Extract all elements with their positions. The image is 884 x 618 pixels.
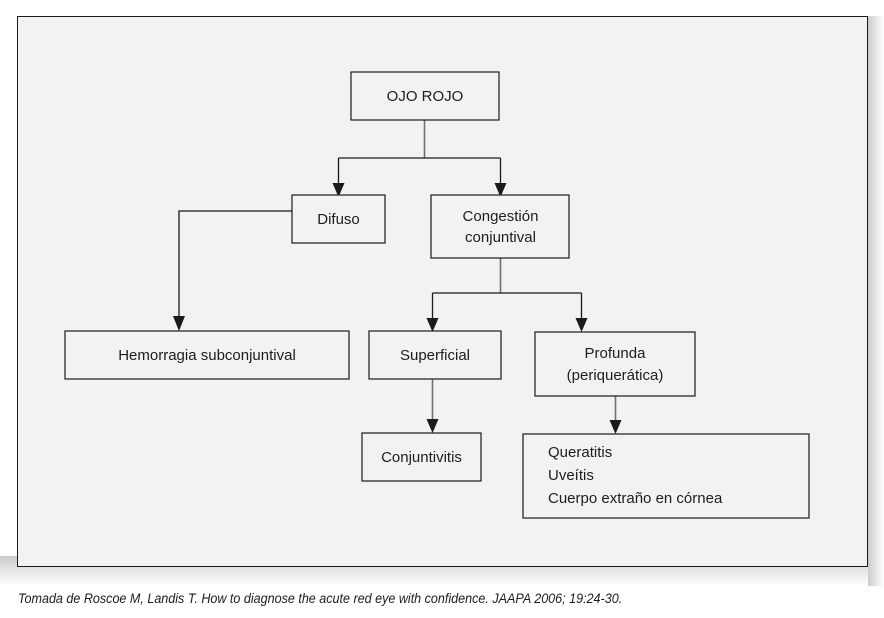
- connector-difuso-to-hemorragia: [173, 210, 292, 331]
- node-difuso: Difuso: [291, 194, 386, 244]
- node-profunda-line2: (periquerática): [567, 367, 664, 384]
- node-conjuntivitis-label: Conjuntivitis: [381, 449, 462, 466]
- list-item-cuerpo-extrano: Cuerpo extraño en córnea: [548, 490, 723, 507]
- node-congestion-conjuntival: Congestión conjuntival: [430, 194, 570, 259]
- figure-caption: Tomada de Roscoe M, Landis T. How to dia…: [18, 591, 623, 606]
- node-profunda-line1: Profunda: [585, 345, 647, 362]
- connector-profunda-to-list: [609, 396, 622, 434]
- node-ojo-rojo: OJO ROJO: [350, 71, 500, 121]
- red-eye-flowchart: OJO ROJO Difuso Congestión conjuntival H…: [64, 71, 810, 519]
- connector-split-level2: [426, 292, 588, 332]
- node-ojo-rojo-label: OJO ROJO: [387, 88, 464, 105]
- connector-split-level1: [332, 157, 507, 197]
- list-item-uveitis: Uveítis: [548, 467, 594, 484]
- node-congestion-line2: conjuntival: [465, 229, 536, 246]
- node-conjuntivitis: Conjuntivitis: [361, 432, 482, 482]
- node-superficial-label: Superficial: [400, 347, 470, 364]
- connector-superficial-to-conjuntivitis: [426, 379, 439, 433]
- list-item-queratitis: Queratitis: [548, 444, 612, 461]
- node-superficial: Superficial: [368, 330, 502, 380]
- figure-frame: OJO ROJO Difuso Congestión conjuntival H…: [17, 16, 868, 567]
- node-hemorragia-subconjuntival: Hemorragia subconjuntival: [64, 330, 350, 380]
- page-right-shading: [868, 16, 884, 586]
- node-profunda-diagnoses-list: Queratitis Uveítis Cuerpo extraño en cór…: [522, 433, 810, 519]
- node-hemorragia-label: Hemorragia subconjuntival: [118, 347, 296, 364]
- node-difuso-label: Difuso: [317, 211, 360, 228]
- node-congestion-line1: Congestión: [463, 208, 539, 225]
- node-profunda: Profunda (periquerática): [534, 331, 696, 397]
